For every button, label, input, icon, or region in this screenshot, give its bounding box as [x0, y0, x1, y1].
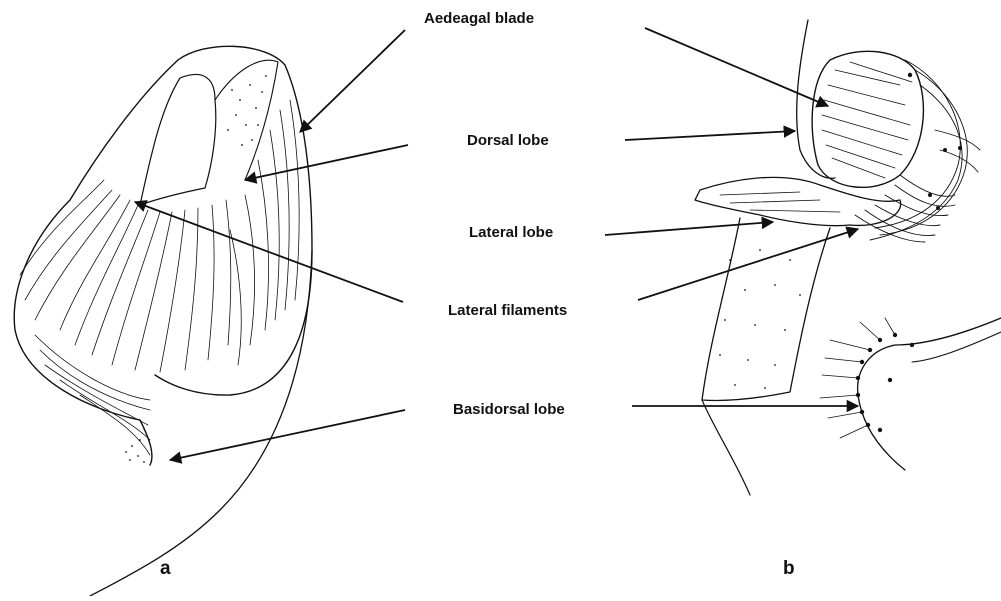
drawing-b [695, 20, 1001, 495]
panel-label-a: a [160, 558, 171, 580]
drawing-a-dorsal-strip [215, 60, 278, 180]
drawing-b-blade-lines [822, 62, 912, 178]
label-lateral-lobe: Lateral lobe [469, 224, 553, 241]
drawing-b-filament-dots [908, 73, 962, 210]
arrow-lateral-filaments-b [638, 229, 858, 300]
drawing-b-lateral-lobe [695, 177, 901, 225]
drawing-b-hook-lines [720, 192, 840, 212]
drawing-a-stalk [90, 250, 312, 596]
arrow-aedeagal-blade-a [300, 30, 405, 132]
panel-label-b: b [783, 558, 795, 580]
drawing-b-blade [812, 51, 923, 187]
drawing-a [14, 46, 312, 596]
drawing-b-basidorsal-inner [912, 332, 1001, 362]
drawing-a-left-edge [14, 60, 178, 465]
label-lateral-filaments: Lateral filaments [448, 302, 567, 319]
drawing-b-column [702, 218, 830, 401]
label-basidorsal-lobe: Basidorsal lobe [453, 401, 565, 418]
label-dorsal-lobe: Dorsal lobe [467, 132, 549, 149]
drawing-a-inner-window [140, 74, 216, 205]
drawing-a-striations [230, 100, 299, 365]
arrow-dorsal-lobe-a [245, 145, 408, 180]
drawing-a-outline [155, 46, 312, 395]
drawing-b-base [702, 400, 750, 495]
drawing-a-tip-dots [125, 439, 145, 463]
arrow-basidorsal-lobe-a [170, 410, 405, 460]
arrow-lateral-lobe-b [605, 222, 773, 235]
label-aedeagal-blade: Aedeagal blade [424, 10, 534, 27]
pointer-arrows [135, 28, 858, 460]
drawing-b-filaments [855, 60, 980, 242]
arrow-dorsal-lobe-b [625, 131, 795, 140]
